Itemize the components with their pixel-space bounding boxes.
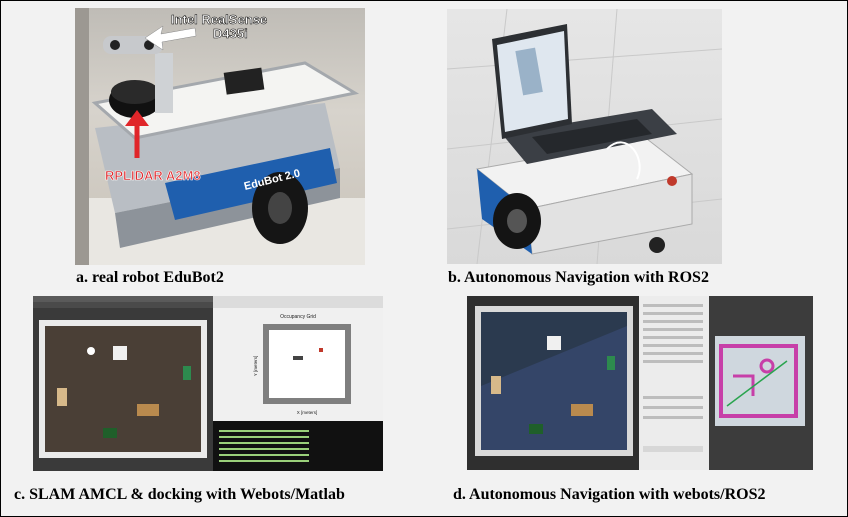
panel-webots-matlab-screenshot: Occupancy Grid X [meters] Y [meters]: [33, 296, 383, 471]
caption-d: d. Autonomous Navigation with webots/ROS…: [453, 486, 766, 503]
webots-rviz-illustration: [467, 296, 813, 470]
caption-a: a. real robot EduBot2: [76, 269, 224, 286]
rviz-side-panel: [639, 296, 709, 470]
robot-blue-panel: [165, 148, 337, 220]
camera-label-line1: Intel RealSense: [171, 12, 267, 27]
caption-b: b. Autonomous Navigation with ROS2: [448, 269, 709, 286]
camera-label-line2: D435i: [213, 26, 248, 41]
camera-arrow: [144, 25, 197, 51]
occupancy-grid-ylabel: Y [meters]: [253, 356, 258, 376]
occupancy-grid-title: Occupancy Grid: [280, 314, 316, 320]
webots-arena-floor: [45, 326, 201, 452]
panel-ros2-navigation-photo: [447, 9, 722, 264]
lidar-label: RPLIDAR A2M8: [105, 168, 201, 183]
caption-c: c. SLAM AMCL & docking with Webots/Matla…: [14, 486, 345, 503]
panel-real-robot-photo: Intel RealSense D435i RPLIDAR A2M8 EduBo…: [75, 8, 365, 265]
webots-matlab-illustration: Occupancy Grid X [meters] Y [meters]: [33, 296, 383, 471]
occupancy-grid-xlabel: X [meters]: [297, 410, 318, 415]
robot-laptop-illustration: [447, 9, 722, 264]
robot-photo-illustration: Intel RealSense D435i RPLIDAR A2M8 EduBo…: [75, 8, 365, 265]
panel-webots-ros2-screenshot: [467, 296, 813, 470]
terminal-window: [213, 421, 383, 471]
